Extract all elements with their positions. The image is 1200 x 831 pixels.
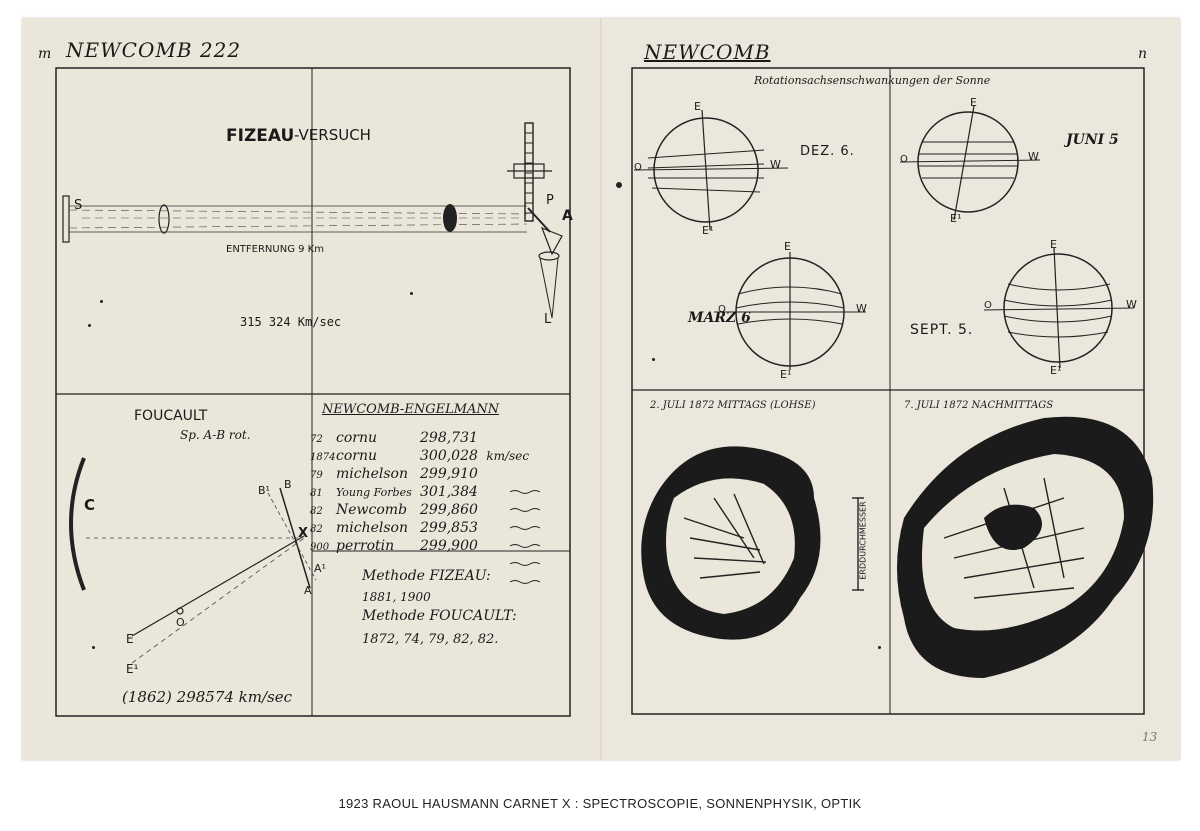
fizeau-label-p: P: [546, 193, 554, 208]
fizeau-label-a: A: [562, 208, 573, 224]
foucault-label-e: E: [126, 632, 134, 646]
page-number: 13: [1142, 730, 1158, 744]
image-caption: 1923 RAOUL HAUSMANN CARNET X : SPECTROSC…: [338, 796, 862, 811]
right-header: NEWCOMB: [644, 40, 771, 64]
left-header-prefix: m: [38, 46, 52, 62]
foucault-label-e1: E¹: [126, 662, 139, 676]
foucault-label-o: O: [176, 616, 185, 629]
foucault-result: (1862) 298574 km/sec: [122, 688, 293, 706]
sun4-w: W: [1126, 298, 1137, 311]
sun3-date: MARZ 6: [688, 310, 751, 326]
sun4-date: SEPT. 5.: [910, 322, 974, 338]
fizeau-label-l: L: [544, 312, 552, 327]
sun2-e: E: [970, 96, 977, 109]
sun1-e1: E¹: [702, 224, 714, 237]
sun3-e1: E¹: [780, 368, 792, 381]
earth-diameter-label: ERDDURCHMESSER: [858, 501, 868, 580]
sunspot-right-caption: 7. JULI 1872 NACHMITTAGS: [904, 400, 1054, 411]
method-foucault-years: 1872, 74, 79, 82, 82.: [362, 632, 499, 647]
right-header-suffix: n: [1138, 46, 1148, 62]
method-fizeau-years: 1881, 1900: [362, 590, 431, 604]
fizeau-title-bold: FIZEAU: [226, 126, 295, 146]
foucault-label-x: X: [298, 526, 309, 541]
sun1-e: E: [694, 100, 701, 113]
sun3-o: O: [718, 304, 726, 315]
left-page-drawing: [55, 67, 571, 717]
method-fizeau-label: Methode FIZEAU:: [362, 568, 491, 584]
sun1-w: W: [770, 158, 781, 171]
sun4-e1: E¹: [1050, 364, 1062, 377]
fizeau-speed: 315 324 Km/sec: [240, 315, 342, 329]
notebook-spread: m NEWCOMB 222: [22, 18, 1180, 760]
right-page: NEWCOMB n Rotationsachsenschwankungen de…: [604, 18, 1180, 760]
fizeau-label-s: S: [74, 198, 83, 213]
foucault-label-a1: A¹: [314, 562, 326, 575]
sun1-date: DEZ. 6.: [800, 144, 855, 159]
foucault-subtitle: Sp. A-B rot.: [180, 428, 251, 442]
sun4-e: E: [1050, 238, 1057, 251]
sun3-e: E: [784, 240, 791, 253]
notebook-gutter: [600, 18, 606, 760]
newcomb-list-title: NEWCOMB-ENGELMANN: [322, 402, 500, 417]
sunspot-left-caption: 2. JULI 1872 MITTAGS (LOHSE): [650, 400, 816, 411]
newcomb-unit: km/sec: [486, 449, 530, 463]
foucault-title: FOUCAULT: [134, 408, 208, 424]
left-page: m NEWCOMB 222: [22, 18, 602, 760]
rotation-title: Rotationsachsenschwankungen der Sonne: [754, 74, 991, 87]
sun4-o: O: [984, 300, 992, 311]
foucault-label-b: B: [284, 478, 292, 491]
sun2-e1: E¹: [950, 212, 962, 225]
foucault-label-a: A: [304, 584, 312, 597]
method-foucault-label: Methode FOUCAULT:: [362, 608, 517, 624]
sun2-o: O: [900, 154, 908, 165]
fizeau-title-rest: -VERSUCH: [294, 126, 371, 144]
left-header: NEWCOMB 222: [66, 38, 242, 62]
foucault-label-c: C: [84, 496, 96, 514]
sun1-o: O: [634, 162, 642, 173]
right-page-drawing: [631, 67, 1154, 715]
fizeau-distance: ENTFERNUNG 9 Km: [226, 244, 324, 255]
sun3-w: W: [856, 302, 867, 315]
sun2-w: W: [1028, 150, 1039, 163]
foucault-label-b1: B¹: [258, 484, 270, 497]
sun2-date: JUNI 5: [1066, 132, 1119, 148]
